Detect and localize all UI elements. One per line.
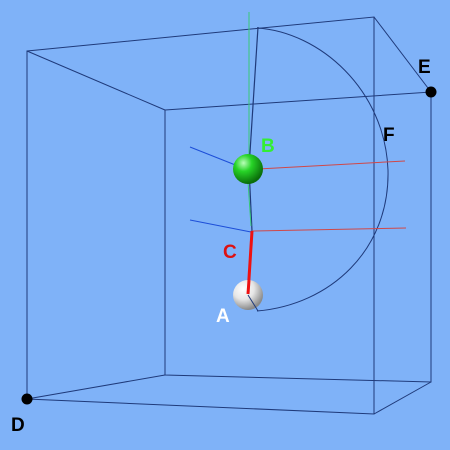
edge-top-left bbox=[26, 50, 166, 111]
rod-c-front bbox=[246, 279, 251, 295]
upper-rod bbox=[248, 26, 259, 169]
c-axis-blue bbox=[189, 219, 252, 233]
edge-top-right bbox=[373, 16, 432, 93]
label-f: F bbox=[383, 125, 395, 146]
sphere-b bbox=[233, 154, 263, 184]
label-d: D bbox=[11, 415, 25, 436]
wireframe-box bbox=[26, 16, 432, 415]
b-axis-red bbox=[257, 160, 406, 170]
label-b: B bbox=[261, 136, 275, 157]
corner-dot-d bbox=[21, 393, 33, 405]
corner-dot-e bbox=[425, 86, 437, 98]
rod-a-tail bbox=[247, 294, 259, 312]
label-e: E bbox=[418, 57, 431, 78]
edge-bottom-right bbox=[373, 381, 432, 415]
label-a: A bbox=[216, 306, 230, 327]
middle-rod-green bbox=[247, 181, 252, 227]
arc-path-f bbox=[256, 27, 389, 312]
front-face bbox=[26, 16, 375, 415]
label-c: C bbox=[223, 242, 237, 263]
c-axis-red bbox=[251, 227, 407, 232]
edge-bottom-left bbox=[26, 374, 166, 400]
